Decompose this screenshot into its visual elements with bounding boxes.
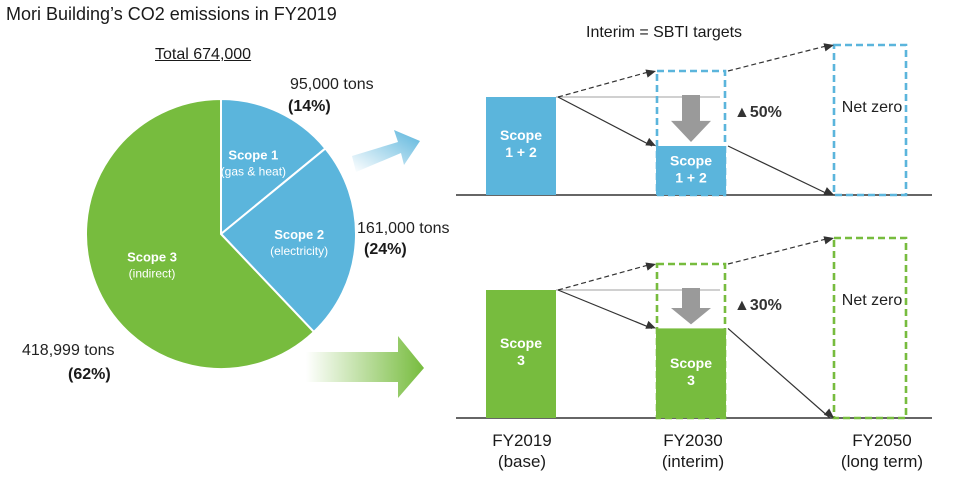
scope3-netzero-outline <box>832 236 908 420</box>
pie-label-scope1: Scope 1 <box>228 148 278 163</box>
chart-title: Mori Building’s CO2 emissions in FY2019 <box>6 4 337 24</box>
pie-slice-scope3 <box>85 97 316 370</box>
scope3-value-label: 418,999 tons <box>22 342 115 359</box>
scope12-upper-trend-1-head <box>645 69 656 78</box>
scope12-lower-trend-2-head <box>823 187 834 195</box>
pie-sublabel-scope3: (indirect) <box>129 266 176 280</box>
scope3-lower-trend-1 <box>557 289 653 329</box>
scope3-bar-label-fy2050: Net zero <box>842 292 903 309</box>
scope3-bar-fy2019 <box>486 290 556 418</box>
scope3-lower-trend-1-head <box>645 320 656 329</box>
pie-label-scope2: Scope 2 <box>274 227 324 242</box>
pie-slice-scope2 <box>219 147 357 334</box>
pie-label-scope3: Scope 3 <box>127 249 177 264</box>
scope12-bar-fy2019 <box>486 97 556 195</box>
scope3-bar-fy2030 <box>656 328 726 418</box>
pie-slice-scope1 <box>220 97 327 237</box>
pie-sublabel-scope1: (gas & heat) <box>221 165 286 179</box>
scope3-flow-arrow <box>306 336 424 398</box>
scope3-upper-trend-1 <box>557 263 653 291</box>
scope3-lower-trend-2-head <box>823 408 834 418</box>
scope3-upper-trend-2-head <box>823 236 834 245</box>
scope12-lower-trend-1 <box>557 96 653 147</box>
scope12-bar-label-fy2050: Net zero <box>842 99 903 116</box>
scope12-lower-trend-1-head <box>645 137 656 146</box>
scope1-pct-label: (14%) <box>288 98 331 115</box>
scope2-pct-label: (24%) <box>364 241 407 258</box>
scope3-lower-trend-2 <box>727 327 831 419</box>
scope2-value-label: 161,000 tons <box>357 220 450 237</box>
scope12-flow-arrow <box>352 130 420 172</box>
scope3-interim-outline <box>655 262 727 420</box>
scope12-reduction-label: ▲50% <box>734 104 782 121</box>
pie-sublabel-scope2: (electricity) <box>270 244 328 258</box>
scope12-interim-outline <box>655 69 727 197</box>
scope3-pct-label: (62%) <box>68 366 111 383</box>
scope12-upper-trend-2 <box>727 44 831 72</box>
total-label: Total 674,000 <box>155 46 252 63</box>
emissions-pie: Scope 1 (gas & heat) Scope 2 (electricity) S… <box>85 97 357 370</box>
scope1-value-label: 95,000 tons <box>290 76 374 93</box>
fy2050-label: FY2050(long term) <box>840 431 924 471</box>
scope3-reduction-arrow-icon <box>671 288 711 325</box>
scope12-upper-trend-2-head <box>823 43 834 52</box>
scope3-upper-trend-1-head <box>645 262 656 271</box>
fy2030-label: FY2030(interim) <box>661 431 725 471</box>
fy2019-label: FY2019(base) <box>492 431 552 471</box>
scope3-upper-trend-2 <box>727 237 831 265</box>
scope12-reduction-arrow-icon <box>671 95 711 142</box>
scope12-lower-trend-2 <box>727 145 831 196</box>
scope12-upper-trend-1 <box>557 70 653 98</box>
scope12-netzero-outline <box>832 43 908 197</box>
targets-note: Interim = SBTI targets <box>586 24 743 41</box>
scope12-bar-fy2030 <box>656 146 726 195</box>
scope3-reduction-label: ▲30% <box>734 297 782 314</box>
